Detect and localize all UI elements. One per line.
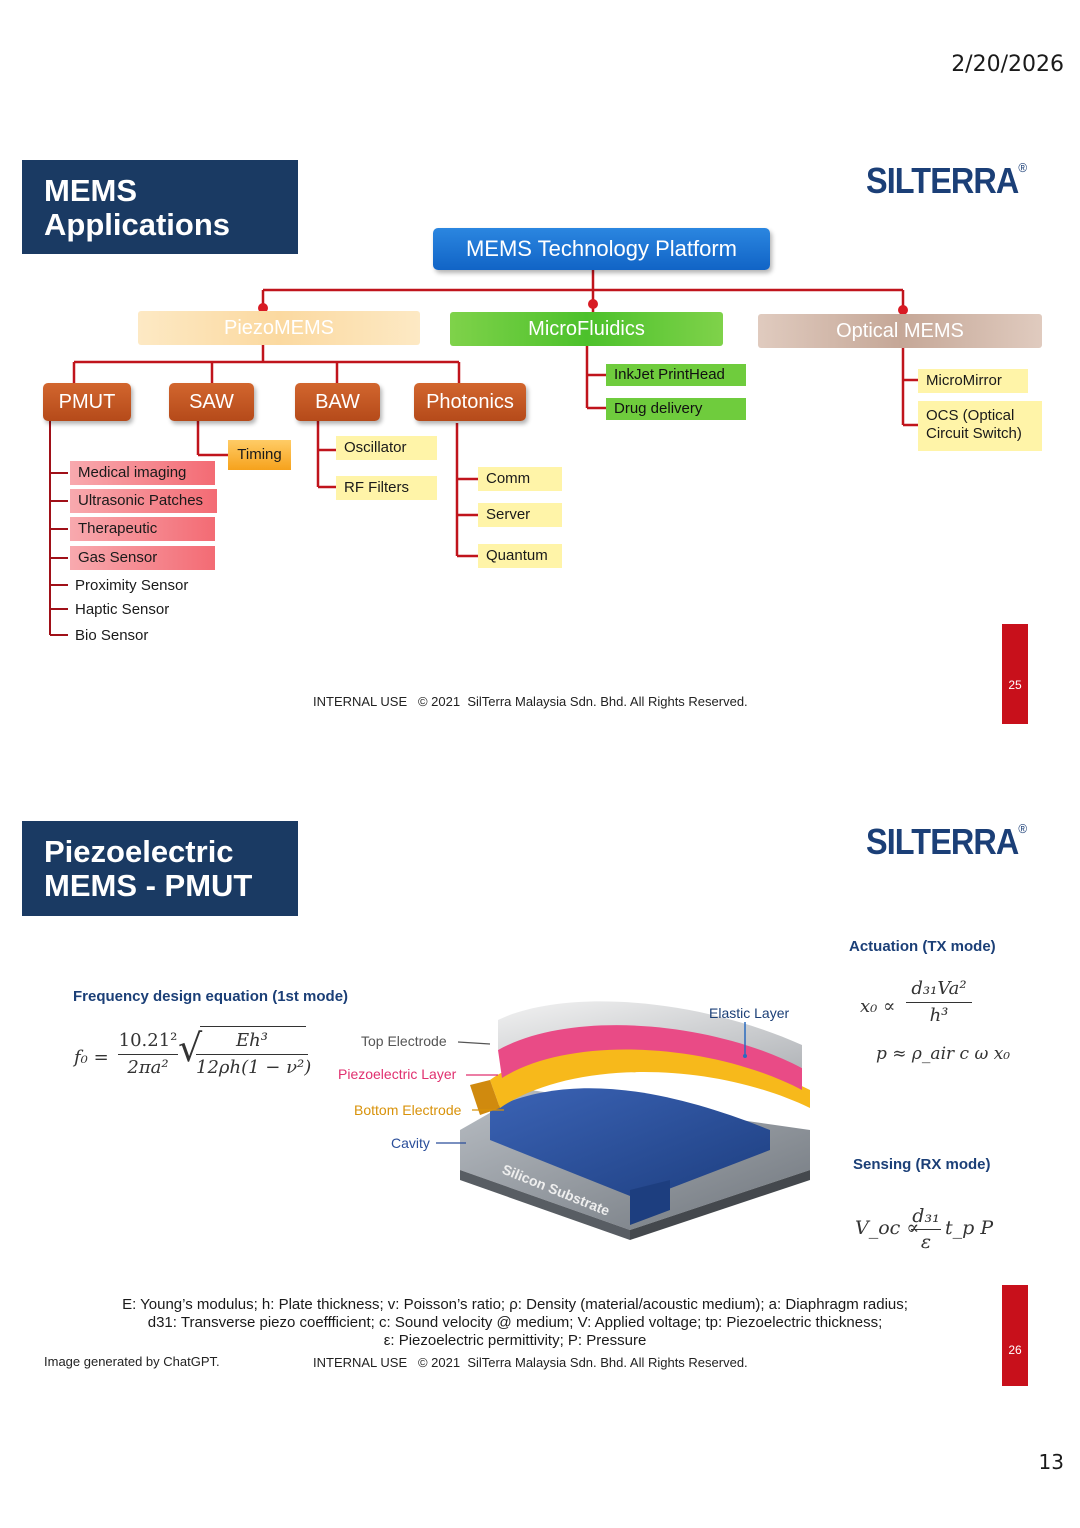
app-rf-filters: RF Filters bbox=[336, 476, 437, 500]
app-ocs: OCS (Optical Circuit Switch) bbox=[918, 401, 1042, 451]
slide-title-line2: Applications bbox=[44, 207, 231, 242]
tree-connectors bbox=[49, 270, 918, 636]
category-optical-mems: Optical MEMS bbox=[758, 314, 1042, 348]
app-bio-sensor: Bio Sensor bbox=[75, 627, 149, 644]
pmut-cross-section-diagram bbox=[460, 1001, 810, 1240]
app-proximity-sensor: Proximity Sensor bbox=[75, 577, 189, 594]
tech-photonics: Photonics bbox=[414, 383, 526, 421]
tech-saw: SAW bbox=[169, 383, 254, 421]
note-line: E: Young’s modulus; h: Plate thickness; … bbox=[122, 1296, 908, 1313]
app-comm: Comm bbox=[478, 467, 562, 491]
app-inkjet: InkJet PrintHead bbox=[606, 364, 746, 386]
app-therapeutic: Therapeutic bbox=[70, 517, 215, 541]
app-ultrasonic-patches: Ultrasonic Patches bbox=[70, 489, 217, 513]
variable-notes: E: Young’s modulus; h: Plate thickness; … bbox=[100, 1296, 930, 1350]
image-credit: Image generated by ChatGPT. bbox=[44, 1354, 220, 1369]
app-haptic-sensor: Haptic Sensor bbox=[75, 601, 170, 618]
note-line: d31: Transverse piezo coeffficient; c: S… bbox=[147, 1314, 883, 1331]
silterra-logo: SILTERRA® bbox=[866, 160, 1027, 201]
pressure-equation: p ≈ ρ_air c ω x₀ bbox=[876, 1044, 1011, 1064]
slide-title: MEMS Applications bbox=[22, 160, 298, 254]
slide-title-2-line2: MEMS - PMUT bbox=[44, 868, 253, 903]
label-elastic-layer: Elastic Layer bbox=[709, 1005, 790, 1021]
page-date: 2/20/2026 bbox=[951, 52, 1064, 77]
slide-title-2-line1: Piezoelectric bbox=[44, 834, 234, 869]
slide-number-2: 26 bbox=[1008, 1343, 1022, 1357]
category-microfluidics: MicroFluidics bbox=[450, 312, 723, 346]
slide-title-line1: MEMS bbox=[44, 173, 137, 208]
silterra-logo-2: SILTERRA® bbox=[866, 821, 1027, 862]
app-gas-sensor: Gas Sensor bbox=[70, 546, 215, 570]
app-micromirror: MicroMirror bbox=[918, 369, 1028, 393]
tech-pmut: PMUT bbox=[43, 383, 131, 421]
app-server: Server bbox=[478, 503, 562, 527]
freq-equation-label: Frequency design equation (1st mode) bbox=[73, 988, 349, 1005]
slide-title-2: Piezoelectric MEMS - PMUT bbox=[22, 821, 298, 916]
app-quantum: Quantum bbox=[478, 544, 562, 568]
app-drug-delivery: Drug delivery bbox=[606, 398, 746, 420]
elastic-pointer bbox=[743, 1022, 747, 1058]
label-top-electrode: Top Electrode bbox=[361, 1033, 447, 1049]
label-piezoelectric-layer: Piezoelectric Layer bbox=[338, 1066, 457, 1082]
sensing-label: Sensing (RX mode) bbox=[853, 1156, 991, 1173]
app-oscillator: Oscillator bbox=[336, 436, 437, 460]
slide-number: 25 bbox=[1008, 678, 1022, 692]
slide-number-bar-2: 26 bbox=[1002, 1285, 1028, 1386]
label-cavity: Cavity bbox=[391, 1135, 430, 1151]
slide-number-bar: 25 bbox=[1002, 624, 1028, 724]
label-bottom-electrode: Bottom Electrode bbox=[354, 1102, 462, 1118]
slide-footer-2: INTERNAL USE © 2021 SilTerra Malaysia Sd… bbox=[313, 1355, 748, 1370]
cavity-region bbox=[490, 1088, 770, 1200]
app-timing: Timing bbox=[228, 440, 291, 470]
actuation-label: Actuation (TX mode) bbox=[849, 938, 996, 955]
category-piezomems: PiezoMEMS bbox=[138, 311, 420, 345]
elastic-top-layer bbox=[498, 1001, 802, 1068]
app-medical-imaging: Medical imaging bbox=[70, 461, 215, 485]
note-line: ε: Piezoelectric permittivity; P: Pressu… bbox=[383, 1332, 647, 1349]
platform-box: MEMS Technology Platform bbox=[433, 228, 770, 270]
page-number: 13 bbox=[1038, 1450, 1064, 1474]
tech-baw: BAW bbox=[295, 383, 380, 421]
slide-footer: INTERNAL USE © 2021 SilTerra Malaysia Sd… bbox=[313, 694, 748, 709]
